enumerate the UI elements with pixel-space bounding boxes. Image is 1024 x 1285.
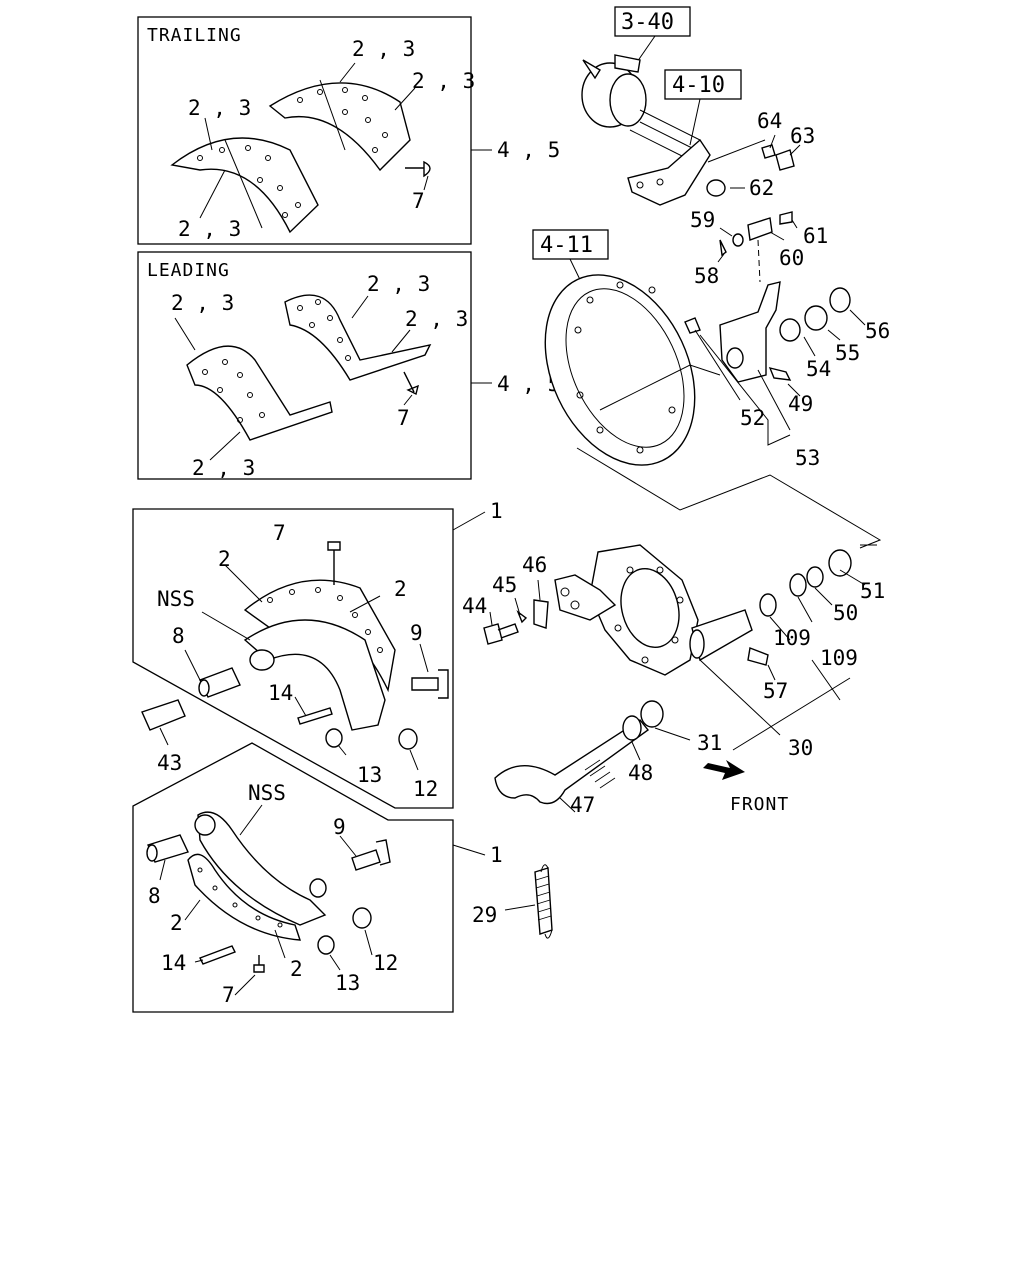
label-50: 50: [833, 601, 858, 625]
label-29: 29: [472, 903, 497, 927]
dust-shield-group: 4-11: [532, 229, 882, 549]
panel-ref-trailing: 4 , 5: [497, 138, 560, 162]
front-arrow-icon: [703, 760, 745, 780]
panel-shoe-upper: 1 7 2 2 NSS 8 9 14 13 12 4: [132, 499, 503, 809]
label-54: 54: [806, 357, 831, 381]
label-59: 59: [690, 208, 715, 232]
label-2: 2: [290, 957, 303, 981]
label-8: 8: [148, 884, 161, 908]
label-7: 7: [397, 406, 410, 430]
panel-ref-shoe-upper: 1: [490, 499, 503, 523]
front-label: FRONT: [730, 794, 789, 815]
label-64: 64: [757, 109, 782, 133]
panel-trailing: TRAILING 2 , 3 2 , 3 2 , 3 2 , 3 7 4 , 5: [137, 16, 560, 245]
ref-4-10: 4-10: [672, 73, 725, 98]
label-2-3: 2 , 3: [171, 291, 234, 315]
label-30: 30: [788, 736, 813, 760]
label-2-3: 2 , 3: [192, 456, 255, 480]
panel-caption-trailing: TRAILING: [147, 25, 242, 46]
label-2-3: 2 , 3: [352, 37, 415, 61]
label-2-3: 2 , 3: [178, 217, 241, 241]
label-12: 12: [413, 777, 438, 801]
label-2-3: 2 , 3: [367, 272, 430, 296]
label-55: 55: [835, 341, 860, 365]
label-44: 44: [462, 594, 487, 618]
label-109: 109: [820, 646, 858, 670]
label-14: 14: [161, 951, 186, 975]
label-14: 14: [268, 681, 293, 705]
label-60: 60: [779, 246, 804, 270]
label-7: 7: [412, 189, 425, 213]
label-2-3: 2 , 3: [412, 69, 475, 93]
label-43: 43: [157, 751, 182, 775]
panel-shoe-lower: 1 NSS 9 8 2 2 14 7 13 12: [132, 742, 503, 1013]
ref-4-11: 4-11: [540, 233, 593, 258]
panel-caption-leading: LEADING: [147, 260, 230, 281]
spider-camshaft-group: 51 50 109 109 57 30 31 48 47 44 45 46 FR…: [462, 544, 885, 817]
panel-ref-shoe-lower: 1: [490, 843, 503, 867]
label-2: 2: [218, 547, 231, 571]
label-58: 58: [694, 264, 719, 288]
label-61: 61: [803, 224, 828, 248]
brake-chamber-group: 3-40 4-10 64 63 62 59 61 60 58: [581, 6, 828, 288]
label-13: 13: [357, 763, 382, 787]
label-52: 52: [740, 406, 765, 430]
label-13: 13: [335, 971, 360, 995]
label-45: 45: [492, 573, 517, 597]
label-63: 63: [790, 124, 815, 148]
label-53: 53: [795, 446, 820, 470]
label-2-3: 2 , 3: [405, 307, 468, 331]
label-9: 9: [333, 815, 346, 839]
label-2: 2: [394, 577, 407, 601]
slack-adjuster-group: 56 55 54 49 52 53: [684, 281, 890, 470]
ref-3-40: 3-40: [621, 10, 674, 35]
label-49: 49: [788, 392, 813, 416]
label-62: 62: [749, 176, 774, 200]
label-47: 47: [570, 793, 595, 817]
label-7: 7: [273, 521, 286, 545]
panel-leading: LEADING 2 , 3 2 , 3 2 , 3 2 , 3 7 4 , 5: [137, 251, 560, 480]
label-7: 7: [222, 983, 235, 1007]
label-109: 109: [773, 626, 811, 650]
label-31: 31: [697, 731, 722, 755]
label-2-3: 2 , 3: [188, 96, 251, 120]
label-12: 12: [373, 951, 398, 975]
return-spring: 29: [472, 864, 553, 939]
label-48: 48: [628, 761, 653, 785]
label-56: 56: [865, 319, 890, 343]
label-46: 46: [522, 553, 547, 577]
label-57: 57: [763, 679, 788, 703]
label-9: 9: [410, 621, 423, 645]
label-2: 2: [170, 911, 183, 935]
label-51: 51: [860, 579, 885, 603]
label-8: 8: [172, 624, 185, 648]
label-nss: NSS: [248, 781, 286, 805]
label-nss: NSS: [157, 587, 195, 611]
